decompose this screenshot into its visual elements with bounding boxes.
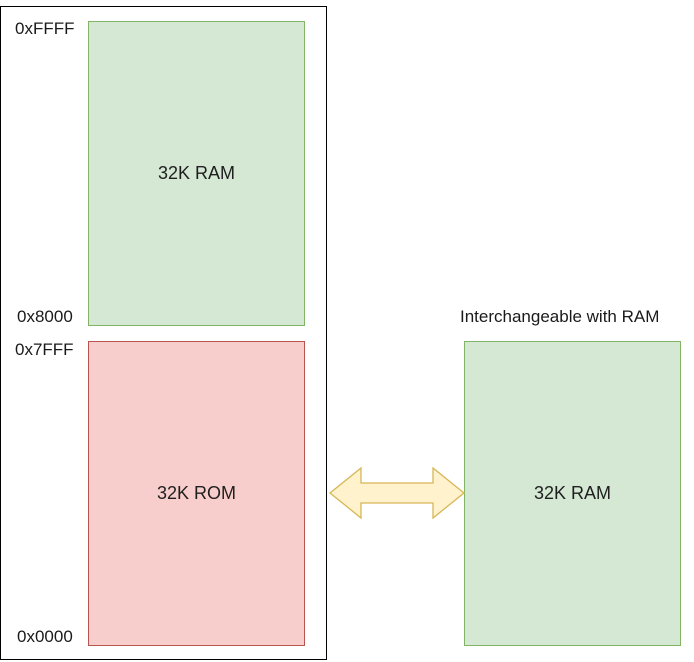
- address-label-top: 0xFFFF: [15, 19, 75, 38]
- ram-block-upper-label: 32K RAM: [157, 163, 236, 183]
- double-arrow-icon: [328, 466, 466, 520]
- ram-block-alternate: 32K RAM: [464, 341, 681, 646]
- double-arrow-shape: [328, 466, 466, 520]
- ram-block-upper: 32K RAM: [88, 21, 305, 326]
- address-label-bottom: 0x0000: [17, 627, 73, 646]
- address-label-lower-top: 0x7FFF: [15, 340, 74, 359]
- address-label-upper-bottom: 0x8000: [17, 307, 73, 326]
- interchangeable-note: Interchangeable with RAM: [460, 307, 660, 326]
- rom-block-lower: 32K ROM: [88, 341, 305, 646]
- ram-block-alternate-label: 32K RAM: [533, 483, 612, 503]
- rom-block-lower-label: 32K ROM: [156, 483, 237, 503]
